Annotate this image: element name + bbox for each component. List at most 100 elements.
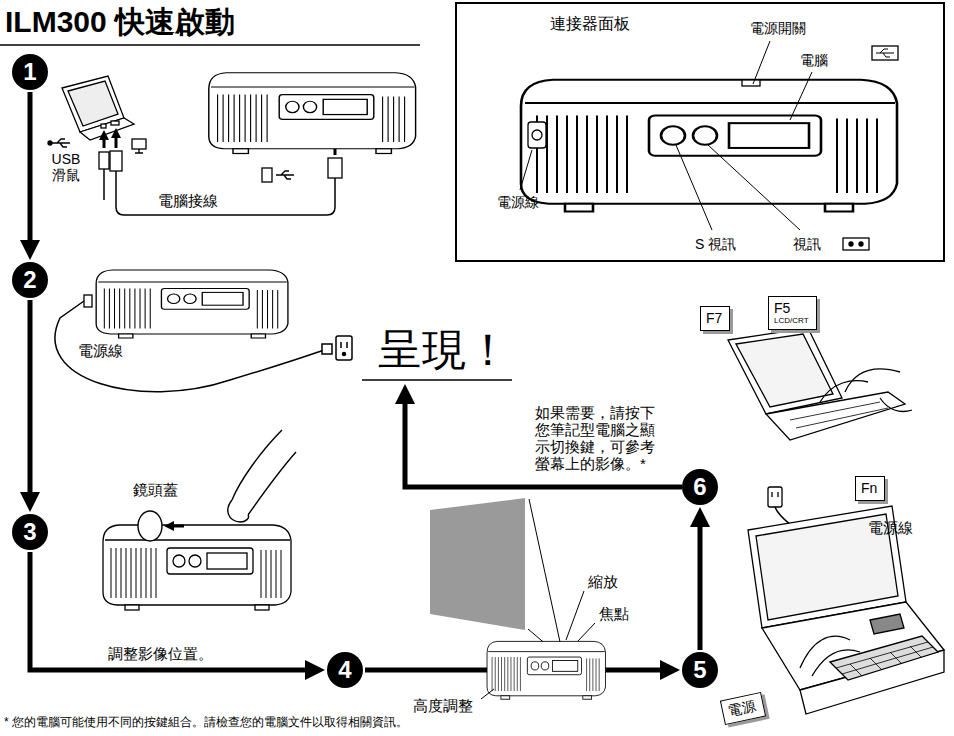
part-label: S 視訊 <box>695 236 736 253</box>
lens-cap-and-hand <box>138 511 162 541</box>
laptop-power <box>870 614 904 634</box>
leader-lines <box>481 689 494 699</box>
callout-number: 3 <box>23 518 36 546</box>
part-label: 縮放 <box>588 573 618 590</box>
step1-laptop-and-cables <box>103 136 106 148</box>
title-rule <box>0 45 420 46</box>
lens-cap-and-hand <box>232 430 282 500</box>
key-label: F7 <box>706 310 722 326</box>
panel-details <box>528 122 546 148</box>
step-circle: 1 <box>12 54 48 90</box>
laptop-keys-illustration <box>736 334 833 407</box>
leader-lines <box>566 591 584 640</box>
power-cord <box>55 301 352 392</box>
step-circle: 5 <box>682 652 718 688</box>
step1-laptop-and-cables <box>68 81 118 126</box>
cable-label: 電源線 <box>868 519 913 536</box>
panel-details <box>843 238 869 250</box>
panel-details <box>520 41 812 230</box>
flow-arrow <box>698 519 703 650</box>
key-label: F5 <box>774 300 809 316</box>
step1-laptop-and-cables <box>276 171 294 179</box>
step1-laptop-and-cables <box>103 169 105 200</box>
panel-heading: 連接器面板 <box>550 14 630 33</box>
callout-number: 1 <box>23 58 36 86</box>
cable-label: 電腦接線 <box>158 192 218 209</box>
step1-laptop-and-cables <box>328 158 342 178</box>
step1-laptop-and-cables <box>50 139 70 147</box>
projector-step2 <box>96 270 288 338</box>
screen-and-beam <box>430 498 525 630</box>
instruction-note: 如果需要，請按下您筆記型電腦之顯示切換鍵，可參考螢幕上的影像。* <box>535 404 659 472</box>
cable-label: 電源線 <box>78 342 123 359</box>
key-cap: Fn <box>855 476 885 501</box>
laptop-keys-illustration <box>820 381 868 402</box>
step1-laptop-and-cables <box>99 152 109 169</box>
power-cord <box>336 336 352 360</box>
key-label: Fn <box>861 480 877 496</box>
step1-laptop-and-cables <box>80 118 134 140</box>
step1-laptop-and-cables <box>62 76 124 132</box>
flow-arrow <box>28 92 33 248</box>
laptop-power <box>800 636 850 668</box>
laptop-power <box>748 487 944 714</box>
panel-details <box>742 80 760 86</box>
panel-details <box>532 130 542 140</box>
step2-power <box>84 295 92 307</box>
step1-laptop-and-cables <box>110 151 122 171</box>
step1-laptop-and-cables <box>101 124 106 128</box>
key-label: 電源 <box>727 697 758 719</box>
present-arrow <box>362 379 512 381</box>
step1-laptop-and-cables <box>111 121 119 125</box>
projector-step2 <box>96 270 288 338</box>
step1-laptop-and-cables <box>115 134 118 148</box>
key-cap: F7 <box>700 306 730 331</box>
laptop-power <box>830 636 938 680</box>
step-circle: 6 <box>682 469 718 505</box>
callout-number: 4 <box>338 656 351 684</box>
laptop-keys-illustration <box>790 402 888 428</box>
panel-details <box>849 242 853 246</box>
laptop-keys-illustration <box>766 392 905 440</box>
present-arrow <box>362 380 682 487</box>
projector-step4 <box>487 641 605 699</box>
step1-laptop-and-cables <box>116 171 335 215</box>
result-heading: 呈現！ <box>378 326 510 377</box>
projector-step1 <box>209 73 416 154</box>
part-label: 視訊 <box>793 236 821 253</box>
lens-cap-and-hand <box>228 500 249 522</box>
panel-details <box>876 49 894 57</box>
leader-lines <box>578 623 595 641</box>
connector-panel-box: 連接器面板電源開關電腦電源線S 視訊視訊 <box>455 2 945 262</box>
part-label: 電腦 <box>800 52 828 69</box>
step-circle: 4 <box>327 652 363 688</box>
key-cap: 電源 <box>720 692 766 725</box>
step-circle: 3 <box>12 514 48 550</box>
power-cord <box>341 342 347 348</box>
panel-details <box>872 46 898 60</box>
laptop-power <box>772 492 778 497</box>
step1-laptop-and-cables <box>132 139 146 149</box>
callout-number: 2 <box>23 266 36 294</box>
panel-details <box>520 41 898 250</box>
step-note: 調整影像位置。 <box>108 645 213 662</box>
part-label: 電源線 <box>497 194 539 211</box>
title-rule <box>0 44 420 46</box>
page-title: ILM300 快速啟動 <box>5 2 235 43</box>
step1-laptop-and-cables <box>135 149 143 153</box>
lens-cap-and-hand <box>170 525 184 528</box>
power-cord <box>55 301 324 392</box>
footnote: * 您的電腦可能使用不同的按鍵組合。請檢查您的電腦文件以取得相關資訊。 <box>4 716 408 730</box>
projector-step1 <box>209 73 416 154</box>
screen-and-beam <box>430 498 560 646</box>
callout-number: 6 <box>693 473 706 501</box>
laptop-power <box>768 487 782 507</box>
part-label: 焦點 <box>599 605 629 622</box>
step1-laptop-and-cables <box>262 168 272 182</box>
port-label: USB 滑鼠 <box>46 151 86 183</box>
key-label: LCD/CRT <box>774 316 809 325</box>
screen-and-beam <box>528 499 560 646</box>
power-cord <box>322 344 332 354</box>
projector-step3 <box>103 525 291 610</box>
